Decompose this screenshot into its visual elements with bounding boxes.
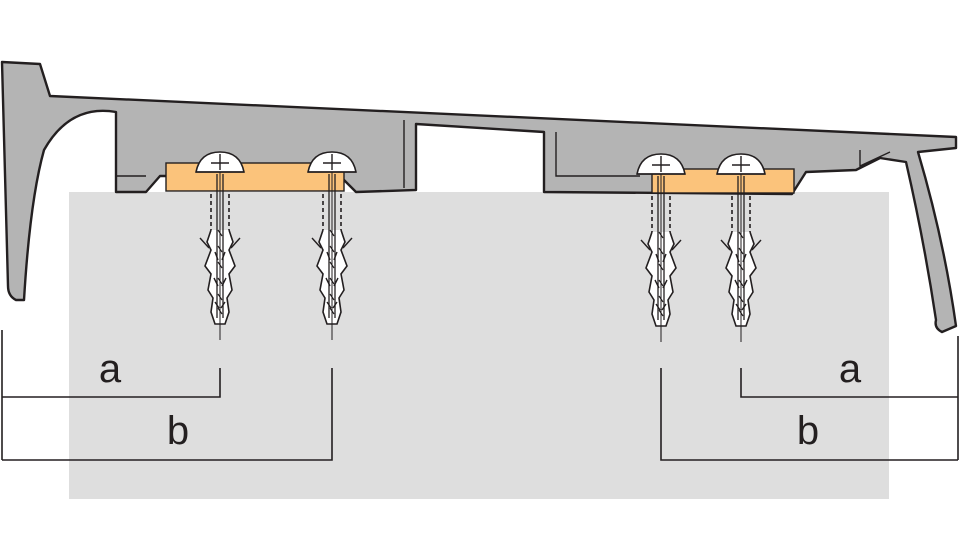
label-right-a: a (839, 347, 862, 391)
label-right-b: b (797, 409, 819, 453)
profile-section (0, 60, 958, 334)
dimension-lines (1, 330, 959, 461)
wall-block (69, 192, 889, 499)
label-left-a: a (99, 347, 122, 391)
label-left-b: b (167, 409, 189, 453)
